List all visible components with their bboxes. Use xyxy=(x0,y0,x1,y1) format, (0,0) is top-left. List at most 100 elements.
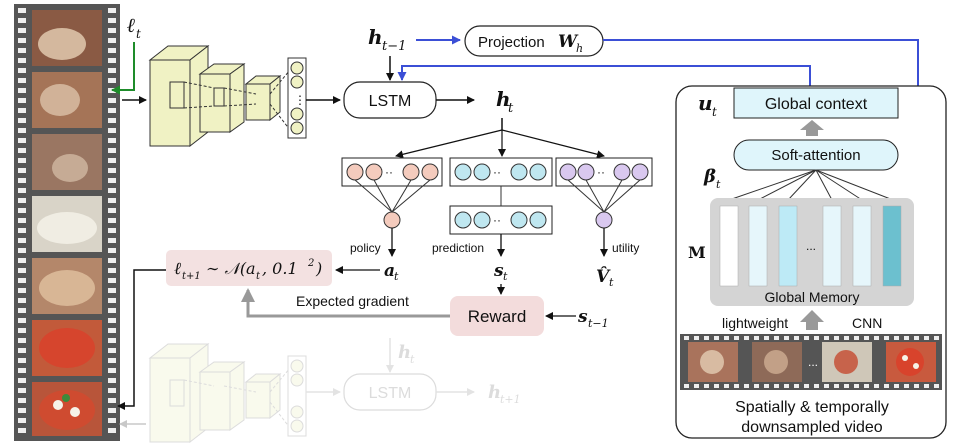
film-sprocket-hole xyxy=(824,336,829,340)
film-sprocket-hole xyxy=(834,336,839,340)
film-sprocket-hole xyxy=(18,418,26,423)
prediction-head: ·· ·· prediction s t xyxy=(432,157,553,283)
film-sprocket-hole xyxy=(754,384,759,388)
film-sprocket-hole xyxy=(108,148,116,153)
film-sprocket-hole xyxy=(108,288,116,293)
film-sprocket-hole xyxy=(108,418,116,423)
svg-text:β: β xyxy=(703,166,716,187)
film-sprocket-hole xyxy=(814,384,819,388)
svg-text:Reward: Reward xyxy=(468,307,527,326)
film-sprocket-hole xyxy=(684,384,689,388)
svg-text:lightweight: lightweight xyxy=(722,315,788,331)
film-sprocket-hole xyxy=(108,218,116,223)
svg-text:Global context: Global context xyxy=(765,96,868,113)
film-sprocket-hole xyxy=(18,238,26,243)
film-sprocket-hole xyxy=(764,336,769,340)
svg-text:t+1: t+1 xyxy=(500,393,521,406)
film-sprocket-hole xyxy=(108,228,116,233)
svg-text:h: h xyxy=(398,342,411,363)
film-sprocket-hole xyxy=(694,384,699,388)
film-sprocket-hole xyxy=(108,28,116,33)
hidden-state: h t xyxy=(496,87,514,116)
film-sprocket-hole xyxy=(794,384,799,388)
reward-box: Reward xyxy=(450,296,544,336)
film-sprocket-hole xyxy=(108,188,116,193)
film-sprocket-hole xyxy=(784,384,789,388)
film-sprocket-hole xyxy=(108,408,116,413)
film-sprocket-hole xyxy=(864,384,869,388)
cnn-glimpse-network: ⋮ xyxy=(148,44,307,148)
film-sprocket-hole xyxy=(874,336,879,340)
film-sprocket-hole xyxy=(18,368,26,373)
film-sprocket-hole xyxy=(784,336,789,340)
film-sprocket-hole xyxy=(108,258,116,263)
film-sprocket-hole xyxy=(108,358,116,363)
svg-text:··: ·· xyxy=(493,165,501,179)
film-sprocket-hole xyxy=(108,68,116,73)
hidden-state-prev: h t−1 xyxy=(368,25,406,54)
svg-text:s: s xyxy=(577,307,588,327)
svg-text:··: ·· xyxy=(385,165,393,179)
next-location-formula: ℓ t+1 ∼ 𝒩(a t , 0.1 2 ) xyxy=(166,250,332,286)
film-sprocket-hole xyxy=(18,18,26,23)
film-sprocket-hole xyxy=(108,308,116,313)
film-sprocket-hole xyxy=(18,358,26,363)
svg-text:u: u xyxy=(698,91,713,115)
film-sprocket-hole xyxy=(108,78,116,83)
svg-text:...: ... xyxy=(808,355,818,369)
film-sprocket-hole xyxy=(18,258,26,263)
film-sprocket-hole xyxy=(18,148,26,153)
svg-text:t: t xyxy=(503,270,508,283)
film-sprocket-hole xyxy=(884,384,889,388)
film-sprocket-hole xyxy=(108,388,116,393)
film-sprocket-hole xyxy=(18,228,26,233)
film-sprocket-hole xyxy=(108,48,116,53)
svg-text:t: t xyxy=(716,178,721,191)
utility-head: ·· utility V̂ t xyxy=(555,157,653,289)
film-sprocket-hole xyxy=(18,318,26,323)
svg-text:LSTM: LSTM xyxy=(369,93,412,110)
film-sprocket-hole xyxy=(734,336,739,340)
film-sprocket-hole xyxy=(804,384,809,388)
svg-text:h: h xyxy=(368,25,383,49)
film-sprocket-hole xyxy=(18,28,26,33)
svg-text:t: t xyxy=(712,105,717,119)
film-sprocket-hole xyxy=(18,198,26,203)
svg-text:t+1: t+1 xyxy=(182,271,201,282)
film-sprocket-hole xyxy=(774,384,779,388)
svg-text:LSTM: LSTM xyxy=(369,385,412,402)
film-sprocket-hole xyxy=(884,336,889,340)
film-sprocket-hole xyxy=(18,378,26,383)
film-sprocket-hole xyxy=(714,384,719,388)
film-sprocket-hole xyxy=(18,88,26,93)
svg-text:t: t xyxy=(508,101,514,116)
film-sprocket-hole xyxy=(844,384,849,388)
film-sprocket-hole xyxy=(18,68,26,73)
film-sprocket-hole xyxy=(18,178,26,183)
svg-text:W: W xyxy=(558,32,579,52)
film-sprocket-hole xyxy=(744,336,749,340)
film-sprocket-hole xyxy=(108,178,116,183)
film-sprocket-hole xyxy=(18,78,26,83)
film-sprocket-hole xyxy=(108,168,116,173)
film-sprocket-hole xyxy=(804,336,809,340)
film-sprocket-hole xyxy=(18,8,26,13)
state-prev: s t−1 xyxy=(577,307,609,330)
film-sprocket-hole xyxy=(694,336,699,340)
film-sprocket-hole xyxy=(108,108,116,113)
film-sprocket-hole xyxy=(108,118,116,123)
film-sprocket-hole xyxy=(18,408,26,413)
svg-text:t−1: t−1 xyxy=(382,39,406,54)
film-sprocket-hole xyxy=(18,278,26,283)
film-sprocket-hole xyxy=(934,336,939,340)
film-sprocket-hole xyxy=(904,384,909,388)
film-sprocket-hole xyxy=(18,158,26,163)
film-sprocket-hole xyxy=(18,338,26,343)
film-sprocket-hole xyxy=(894,336,899,340)
film-sprocket-hole xyxy=(108,198,116,203)
svg-text:∼ 𝒩(a: ∼ 𝒩(a xyxy=(206,259,256,278)
film-sprocket-hole xyxy=(814,336,819,340)
svg-text:prediction: prediction xyxy=(432,241,484,255)
svg-text:··: ·· xyxy=(493,213,501,227)
svg-text:t: t xyxy=(394,270,399,283)
